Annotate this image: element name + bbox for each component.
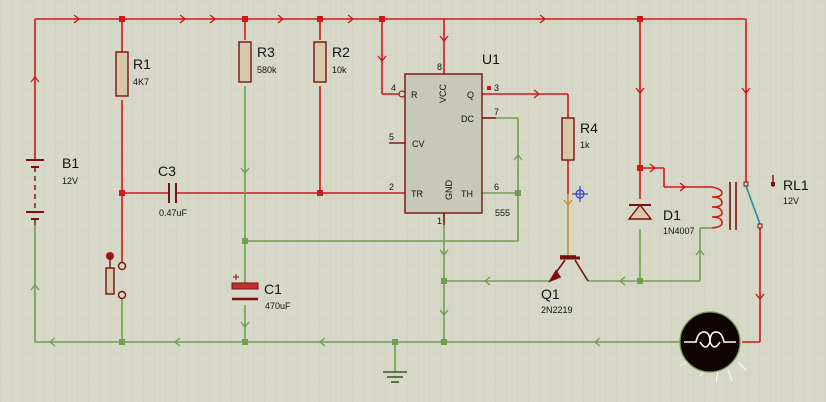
b1-value: 12V (62, 176, 78, 186)
relay-rl1 (711, 175, 775, 230)
c3-value: 0.47uF (159, 208, 188, 218)
u1-part: 555 (495, 208, 510, 218)
junction-dots-supply (119, 16, 643, 196)
q1-ref: Q1 (541, 286, 560, 302)
r3-ref: R3 (257, 44, 275, 60)
c1-ref: C1 (264, 281, 282, 297)
u1-pin-out-label: Q (467, 90, 474, 100)
u1-pin-1: 1 (437, 216, 442, 226)
transistor-q1 (548, 255, 589, 283)
rl1-ref: RL1 (783, 177, 809, 193)
r3-value: 580k (257, 65, 277, 75)
u1-pin-cv-label: CV (412, 139, 425, 149)
u1-pin-8: 8 (437, 62, 442, 72)
d1-value: 1N4007 (663, 226, 695, 236)
b1-ref: B1 (62, 155, 79, 171)
u1-pin-reset-label: R (411, 90, 418, 100)
u1-pin-6: 6 (494, 182, 499, 192)
u1-pin-dc-label: DC (461, 114, 474, 124)
u1-pin-3: 3 (494, 83, 499, 93)
base-arrow-icon (563, 199, 573, 207)
battery-b1 (26, 159, 44, 225)
r1-value: 4K7 (133, 77, 149, 87)
c3-ref: C3 (158, 163, 176, 179)
capacitor-c1 (231, 274, 259, 301)
u1-pin-2: 2 (389, 182, 394, 192)
lamp-icon (679, 311, 747, 383)
resistor-r2 (313, 41, 327, 83)
u1-pin-4: 4 (391, 83, 396, 93)
r4-ref: R4 (580, 120, 598, 136)
junction-dots-ground (119, 190, 643, 345)
r4-value: 1k (580, 140, 590, 150)
capacitor-c3 (168, 183, 177, 203)
u1-ref: U1 (482, 51, 500, 67)
r1-ref: R1 (133, 56, 151, 72)
r2-value: 10k (332, 65, 347, 75)
probe-crosshair-icon[interactable] (572, 186, 588, 202)
ground-icon (383, 371, 407, 383)
r2-ref: R2 (332, 44, 350, 60)
d1-ref: D1 (663, 207, 681, 223)
ground-arrow-icons (30, 153, 705, 347)
resistor-r4 (561, 117, 575, 161)
push-button-icon[interactable] (105, 196, 127, 300)
u1-pin-vcc-label: VCC (438, 83, 448, 103)
diode-d1 (627, 203, 653, 220)
u1-pin-th-label: TH (461, 189, 473, 199)
resistor-r1 (115, 51, 129, 97)
u1-pin-5: 5 (389, 132, 394, 142)
u1-pin-gnd-label: GND (444, 180, 454, 201)
u1-pin-tr-label: TR (411, 189, 423, 199)
c1-value: 470uF (265, 301, 291, 311)
current-arrow-icon (30, 14, 765, 301)
rl1-value: 12V (783, 196, 799, 206)
ground-net (34, 86, 712, 372)
q1-value: 2N2219 (541, 305, 573, 315)
ic-u1-555 (389, 73, 496, 225)
u1-pin-7: 7 (494, 107, 499, 117)
resistor-r3 (238, 41, 252, 83)
